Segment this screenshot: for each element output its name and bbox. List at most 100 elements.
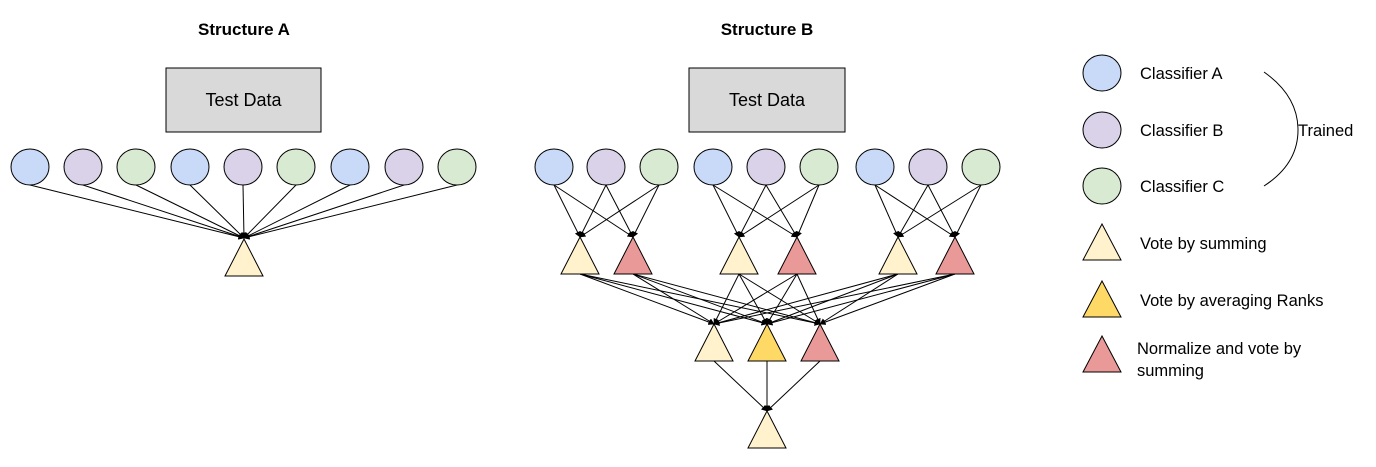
structure-b-edge xyxy=(713,360,768,412)
structure-b-edge xyxy=(713,273,798,325)
legend-classifier-a-label: Classifier A xyxy=(1140,65,1223,83)
structure-b-classifier-a xyxy=(693,148,733,186)
structure-a-edge xyxy=(243,184,351,239)
structure-b-edge xyxy=(819,273,899,325)
legend-normalize-swatch xyxy=(1082,334,1122,373)
legend-normalize-label-line1: Normalize and vote by xyxy=(1137,340,1302,358)
legend: Classifier A Classifier B Classifier C T… xyxy=(1082,54,1353,380)
structure-b-classifier-c xyxy=(961,148,1001,186)
structure-a-test-data-box xyxy=(165,67,322,133)
structure-b-edge xyxy=(579,273,715,325)
structure-b-classifier-c xyxy=(639,148,679,186)
structure-b-normalize-triangle xyxy=(935,235,975,275)
structure-b-edge xyxy=(738,184,767,238)
structure-b-edge xyxy=(897,184,929,238)
structure-b-edge xyxy=(766,273,798,325)
structure-b-edge xyxy=(897,184,982,238)
structure-b-edge xyxy=(712,184,798,238)
structure-a-classifier-a xyxy=(10,148,50,186)
structure-b-edge xyxy=(796,184,820,238)
structure-b-test-data-label: Test Data xyxy=(729,90,806,110)
structure-b-edge xyxy=(713,273,899,326)
structure-b-vote-summing-triangle xyxy=(878,235,918,275)
legend-classifier-b-label: Classifier B xyxy=(1140,122,1223,140)
structure-a-classifier-c xyxy=(437,148,477,186)
legend-classifier-c-label: Classifier C xyxy=(1140,178,1224,196)
structure-b-edge xyxy=(874,184,899,238)
legend-vote-summing-label: Vote by summing xyxy=(1140,235,1267,253)
structure-b-vote-summing-triangle xyxy=(694,322,734,362)
structure-a-edge xyxy=(29,184,245,240)
structure-b-normalize-triangle xyxy=(777,235,817,275)
structure-b-normalize-triangle xyxy=(613,235,653,275)
structure-b-edge xyxy=(579,184,660,238)
structure-b-edge xyxy=(819,273,956,325)
structure-a-classifier-b xyxy=(223,148,263,186)
structure-b-edge xyxy=(954,184,982,238)
structure-a-edge xyxy=(135,184,245,239)
structure-b-edge xyxy=(579,184,607,238)
structure-b: Structure B Test Data xyxy=(534,20,1001,449)
legend-classifier-a-swatch xyxy=(1082,54,1122,92)
structure-a-edge xyxy=(189,184,245,239)
structure-b-edge xyxy=(796,273,821,325)
structure-b-edge xyxy=(738,273,768,325)
legend-normalize-label-line2: summing xyxy=(1137,362,1204,380)
structure-a-edges xyxy=(29,184,458,240)
structure-b-classifier-a xyxy=(534,148,574,186)
structure-a-edge xyxy=(243,184,458,240)
structure-b-test-data-box xyxy=(688,67,846,133)
structure-b-vote-summing-triangle xyxy=(560,235,600,275)
legend-trained-label: Trained xyxy=(1298,122,1353,140)
structure-b-edge xyxy=(766,360,821,412)
structure-b-edge xyxy=(874,184,956,238)
structure-b-classifier-b xyxy=(746,148,786,186)
structure-a-classifiers xyxy=(10,148,477,186)
structure-a-edge xyxy=(82,184,245,240)
structure-a-classifier-a xyxy=(170,148,210,186)
structure-a: Structure A Test Data xyxy=(10,20,477,277)
structure-b-edge xyxy=(712,184,740,238)
structure-b-edge xyxy=(738,184,820,238)
legend-classifier-b-swatch xyxy=(1082,111,1122,149)
structure-a-title: Structure A xyxy=(198,20,290,39)
structure-b-final-vote-summing-triangle xyxy=(747,409,787,449)
structure-a-edge xyxy=(243,184,297,239)
structure-b-classifier-b xyxy=(586,148,626,186)
structure-b-edge xyxy=(553,184,581,238)
structure-b-edge xyxy=(632,273,715,325)
structure-b-edge xyxy=(632,273,768,325)
legend-vote-averaging-label: Vote by averaging Ranks xyxy=(1140,292,1323,310)
structure-a-classifier-c xyxy=(116,148,156,186)
structure-b-votes xyxy=(560,235,975,449)
trained-bracket xyxy=(1263,71,1299,187)
structure-a-edge xyxy=(240,184,247,239)
structure-b-edges xyxy=(553,184,982,412)
structure-a-classifier-b xyxy=(384,148,424,186)
structure-b-edge xyxy=(766,273,956,326)
structure-a-vote-summing-triangle xyxy=(224,237,264,277)
structure-b-normalize-triangle xyxy=(800,322,840,362)
structure-b-classifiers xyxy=(534,148,1001,186)
structure-b-title: Structure B xyxy=(721,20,814,39)
structure-b-edge xyxy=(927,184,956,238)
structure-a-edge xyxy=(243,184,405,240)
structure-b-edge xyxy=(713,273,956,326)
legend-vote-averaging-swatch xyxy=(1082,279,1122,318)
structure-b-edge xyxy=(713,273,740,325)
structure-b-vote-summing-triangle xyxy=(719,235,759,275)
structure-a-classifier-c xyxy=(276,148,316,186)
structure-a-classifier-b xyxy=(63,148,103,186)
structure-b-edge xyxy=(632,184,660,238)
legend-vote-summing-swatch xyxy=(1082,222,1122,261)
structure-a-test-data-label: Test Data xyxy=(205,90,282,110)
structure-b-classifier-c xyxy=(799,148,839,186)
structure-b-edge xyxy=(738,273,821,325)
structure-b-vote-averaging-triangle xyxy=(747,322,787,362)
structure-b-classifier-b xyxy=(908,148,948,186)
structure-b-edge xyxy=(765,184,798,238)
legend-classifier-c-swatch xyxy=(1082,167,1122,205)
structure-a-classifier-a xyxy=(330,148,370,186)
structure-a-votes xyxy=(224,237,264,277)
